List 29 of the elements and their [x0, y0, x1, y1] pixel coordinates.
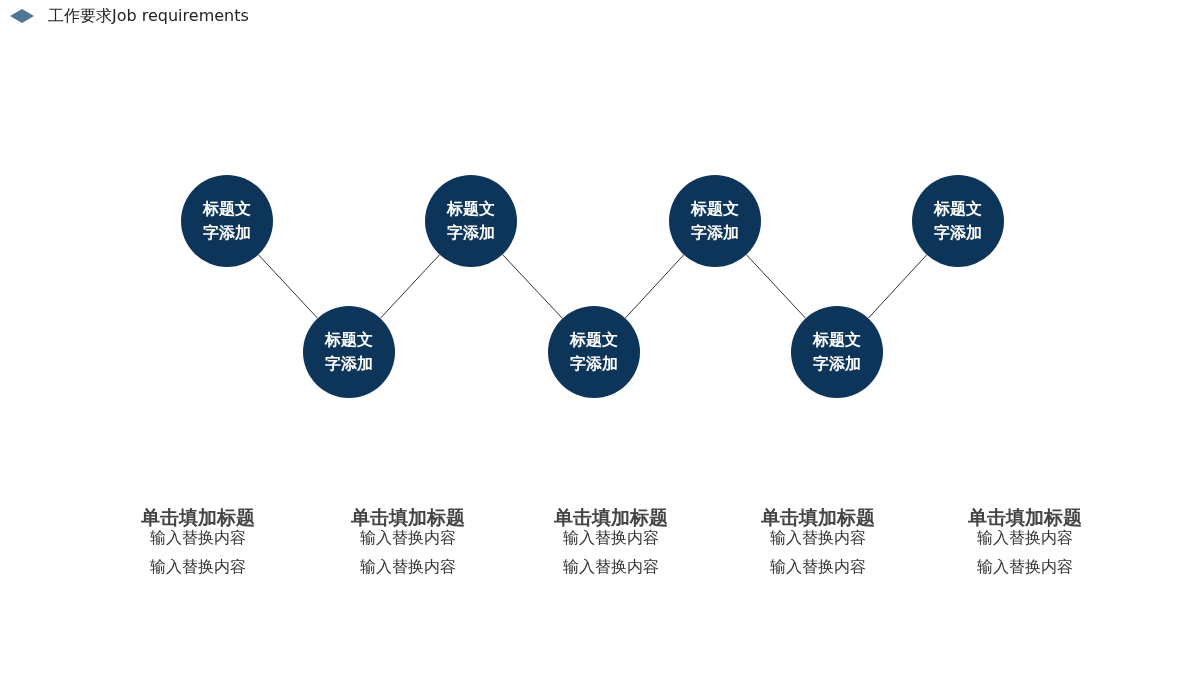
connector-line — [257, 254, 319, 319]
connector-line — [502, 254, 563, 319]
body-text: 输入替换内容 — [977, 528, 1073, 549]
column-heading: 单击填加标题 — [141, 505, 255, 529]
body-text: 输入替换内容 — [563, 528, 659, 549]
node-title: 标题文字添加 — [201, 198, 252, 244]
node-title: 标题文字添加 — [323, 329, 374, 375]
node-title: 标题文字添加 — [689, 198, 740, 244]
column-heading: 单击填加标题 — [761, 505, 875, 529]
connector-line — [867, 254, 928, 319]
body-text: 输入替换内容 — [977, 557, 1073, 578]
body-text: 输入替换内容 — [770, 557, 866, 578]
column-heading: 单击填加标题 — [968, 505, 1082, 529]
column-heading: 单击填加标题 — [554, 505, 668, 529]
body-text: 输入替换内容 — [770, 528, 866, 549]
node-title: 标题文字添加 — [932, 198, 983, 244]
node-title: 标题文字添加 — [568, 329, 619, 375]
connector-line — [745, 254, 807, 319]
body-text: 输入替换内容 — [150, 528, 246, 549]
connector-line — [624, 254, 685, 319]
body-text: 输入替换内容 — [150, 557, 246, 578]
page-title: 工作要求Job requirements — [48, 6, 249, 27]
body-text: 输入替换内容 — [360, 557, 456, 578]
body-text: 输入替换内容 — [563, 557, 659, 578]
node-title: 标题文字添加 — [811, 329, 862, 375]
node-title: 标题文字添加 — [445, 198, 496, 244]
body-text: 输入替换内容 — [360, 528, 456, 549]
column-heading: 单击填加标题 — [351, 505, 465, 529]
connector-line — [379, 254, 441, 319]
